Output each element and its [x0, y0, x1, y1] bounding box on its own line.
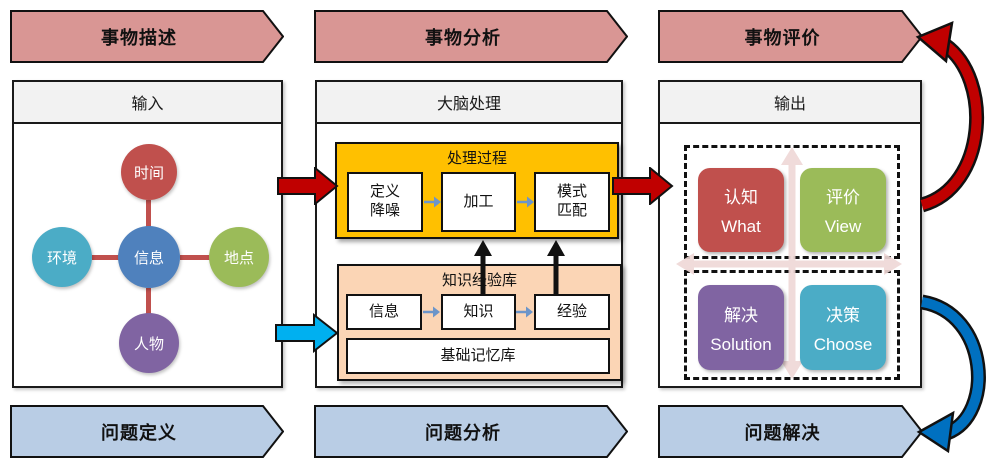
banner-arrow-shape: [658, 405, 923, 458]
step-define-denoise: 定义 降噪: [347, 172, 423, 232]
banner-arrow-shape: [314, 10, 628, 63]
circle-information: 信息: [118, 226, 180, 288]
item-knowledge: 知识: [441, 294, 516, 330]
banner-arrow-shape: [10, 405, 284, 458]
connector-right: [180, 255, 211, 260]
item-arrow-icon: [516, 306, 533, 318]
quadrant-evaluation: 评价 View: [800, 168, 886, 252]
item-arrow-icon: [423, 306, 440, 318]
feedback-arrows-layer: [915, 20, 986, 454]
process-box: 处理过程 定义 降噪 加工 模式 匹配: [335, 142, 619, 239]
output-header: 输出: [660, 82, 920, 124]
output-box: 输出 认知 What 评价 View 解决 Soluti: [658, 80, 922, 388]
quadrant-en: What: [721, 217, 761, 236]
step-processing: 加工: [441, 172, 516, 232]
connector-left: [92, 255, 120, 260]
brain-box: 大脑处理 处理过程 定义 降噪 加工 模式 匹配 知识经验库 信息 知识: [315, 80, 623, 388]
input-box: 输入 时间 环境 信息 地点 人物: [12, 80, 283, 388]
red-arrow-brain-to-output-icon: [612, 167, 674, 205]
step-arrow-icon: [517, 196, 534, 208]
banner-label: 问题解决: [744, 422, 821, 443]
step-pattern-match: 模式 匹配: [534, 172, 610, 232]
cross-axes-icon: [676, 147, 902, 379]
banner-problem-definition: 问题定义: [10, 405, 284, 458]
quadrant-en: Solution: [710, 334, 772, 354]
connector-bottom: [146, 288, 151, 315]
banner-label: 事物描述: [101, 27, 177, 48]
quadrant-decision: 决策 Choose: [800, 285, 886, 370]
quadrant-zh: 评价: [826, 188, 860, 207]
banner-thing-evaluation: 事物评价: [658, 10, 923, 63]
quadrant-solution: 解决 Solution: [698, 285, 784, 370]
brain-header: 大脑处理: [317, 82, 621, 124]
banner-thing-analysis: 事物分析: [314, 10, 628, 63]
quadrant-cognition: 认知 What: [698, 168, 784, 252]
input-header: 输入: [14, 82, 281, 124]
banner-problem-solving: 问题解决: [658, 405, 923, 458]
quadrant-zh: 解决: [724, 305, 758, 325]
banner-arrow-shape: [314, 405, 628, 458]
knowledge-title: 知识经验库: [441, 272, 517, 289]
red-arrow-input-to-brain-icon: [277, 167, 339, 205]
input-diagram: 时间 环境 信息 地点 人物: [14, 124, 281, 386]
brain-body: 处理过程 定义 降噪 加工 模式 匹配 知识经验库 信息 知识 经验: [317, 124, 622, 386]
banner-label: 事物分析: [425, 27, 501, 48]
quadrant-en: View: [824, 217, 862, 236]
banner-arrow-shape: [10, 10, 284, 63]
banner-problem-analysis: 问题分析: [314, 405, 628, 458]
circle-time: 时间: [121, 144, 177, 200]
item-information: 信息: [346, 294, 422, 330]
banner-arrow-shape: [658, 10, 923, 63]
feedback-arrow-red-icon: [915, 20, 985, 213]
knowledge-box: 知识经验库 信息 知识 经验 基础记忆库: [337, 264, 622, 381]
up-arrow-experience-icon: [547, 240, 565, 294]
quadrant-en: Choose: [813, 334, 873, 354]
quadrant-zh: 认知: [724, 188, 758, 207]
up-arrow-knowledge-icon: [474, 240, 492, 294]
item-experience: 经验: [534, 294, 610, 330]
circle-location: 地点: [209, 227, 269, 287]
banner-label: 问题定义: [101, 422, 177, 443]
banner-thing-description: 事物描述: [10, 10, 284, 63]
base-memory-box: 基础记忆库: [346, 338, 610, 374]
feedback-arrow-blue-icon: [916, 294, 986, 454]
process-title: 处理过程: [446, 150, 507, 167]
circle-environment: 环境: [32, 227, 92, 287]
quadrant-zh: 决策: [826, 305, 860, 325]
circle-person: 人物: [119, 313, 179, 373]
output-body: 认知 What 评价 View 解决 Solution 决策 Choose: [660, 124, 920, 386]
step-arrow-icon: [424, 196, 441, 208]
blue-arrow-input-to-knowledge-icon: [275, 313, 339, 353]
banner-label: 事物评价: [744, 27, 821, 48]
connector-top: [146, 200, 151, 228]
banner-label: 问题分析: [425, 422, 501, 443]
